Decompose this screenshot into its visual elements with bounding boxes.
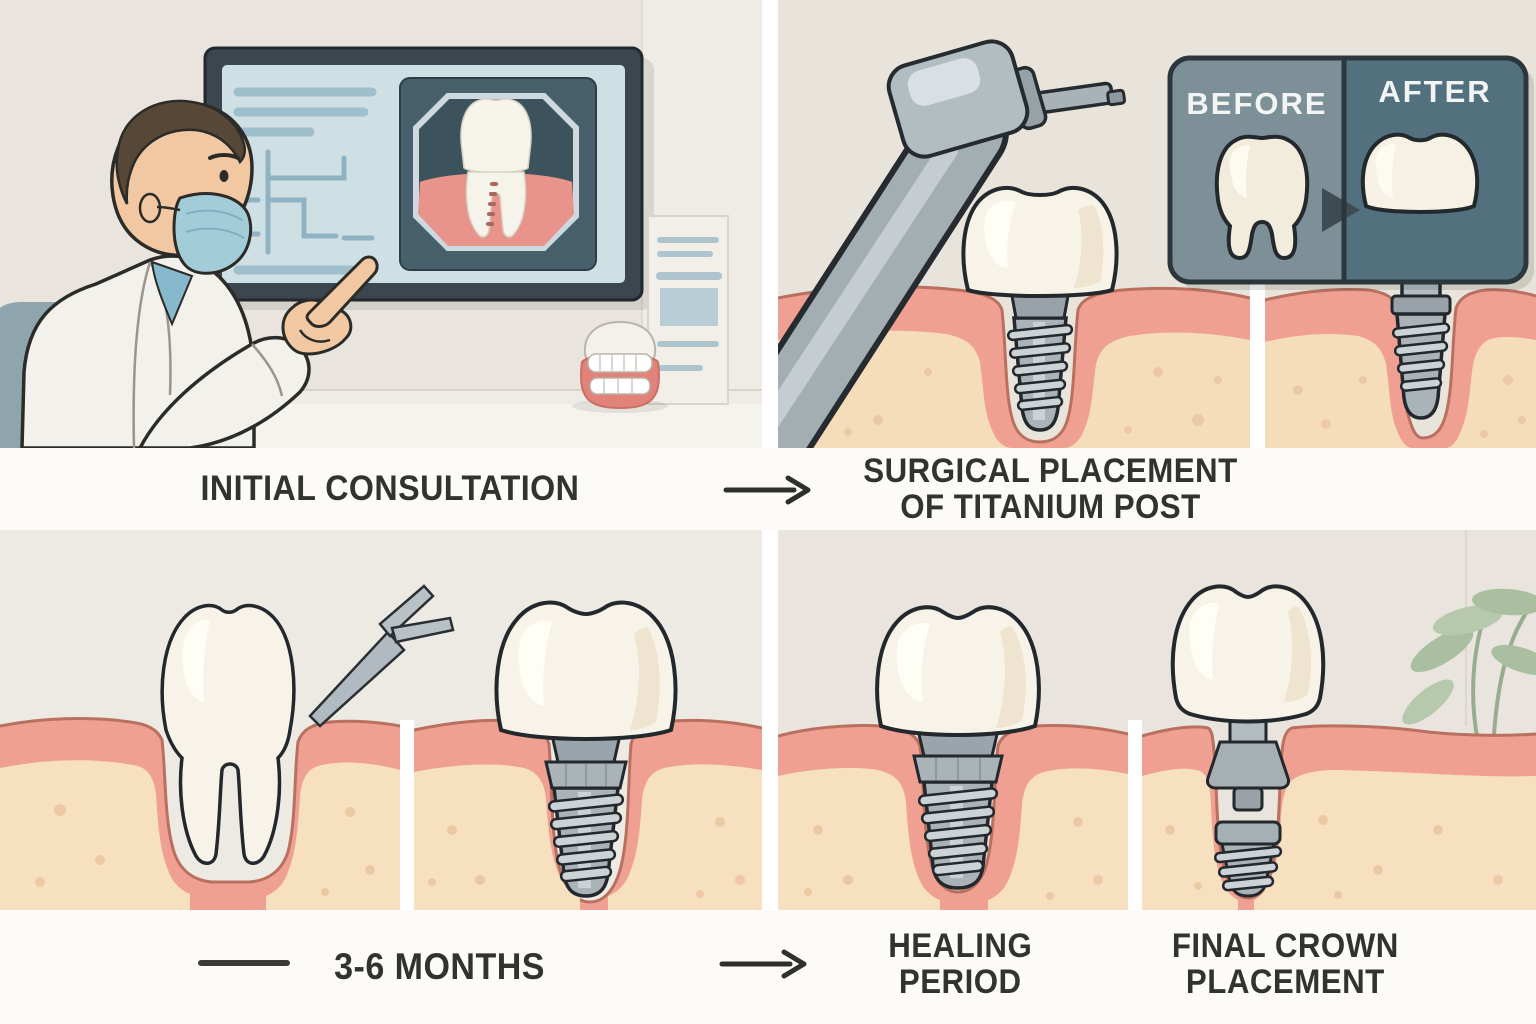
screen-text-lines xyxy=(233,87,377,275)
xray-tooth xyxy=(460,98,532,238)
dentist-hair xyxy=(115,99,247,205)
gum-section-healing xyxy=(778,723,1129,910)
denture-model xyxy=(572,320,668,413)
denture-teeth-lower xyxy=(589,377,651,395)
implant-abutment xyxy=(1010,294,1070,320)
dentist-shirt xyxy=(150,260,194,327)
surgical-mask xyxy=(156,192,253,275)
dental-elevator-tool xyxy=(308,584,455,728)
after-label: AFTER xyxy=(1378,74,1491,109)
wall-monitor xyxy=(203,46,654,310)
dentist-eye xyxy=(219,170,229,182)
screw-threads xyxy=(1006,323,1074,412)
play-triangle-icon xyxy=(1322,188,1360,232)
label-final-crown: FINAL CROWN PLACEMENT xyxy=(1171,926,1399,1001)
label-surgical-placement: SURGICAL PLACEMENT OF TITANIUM POST xyxy=(862,451,1238,526)
pointing-arm xyxy=(138,255,379,448)
natural-tooth xyxy=(160,603,296,865)
dentist xyxy=(20,99,379,448)
panel-final-stages xyxy=(778,530,1536,910)
arrow-right-icon xyxy=(719,949,807,979)
after-tooth-crown xyxy=(1360,132,1480,214)
xray-gums xyxy=(418,173,574,246)
timeline-dash-icon xyxy=(198,960,290,966)
gum-section-tooth xyxy=(0,717,401,910)
before-tooth xyxy=(1214,134,1310,261)
gum-section-final xyxy=(1141,724,1536,910)
consultation-scene xyxy=(0,0,762,448)
gum-section-implant xyxy=(413,718,762,910)
dentist-eyebrow xyxy=(208,153,240,160)
info-leaflet xyxy=(647,215,729,405)
healing-scene xyxy=(0,530,762,910)
surgery-scene: BEFORE AFTER xyxy=(778,0,1536,448)
before-label: BEFORE xyxy=(1186,86,1327,121)
label-band-bottom: 3-6 MONTHS HEALING PERIOD FINAL CROWN PL… xyxy=(0,910,1536,1024)
label-band-top: INITIAL CONSULTATION SURGICAL PLACEMENT … xyxy=(0,448,1536,530)
sub-divider xyxy=(400,720,414,910)
plant-leaf xyxy=(1410,627,1474,673)
final-scene xyxy=(778,530,1536,910)
plant xyxy=(1402,588,1536,743)
plant-leaf xyxy=(1432,604,1504,636)
pointing-finger xyxy=(305,255,379,328)
abutment-stem xyxy=(1232,786,1264,812)
xray-root-marks xyxy=(486,182,498,226)
screen-xray-panel xyxy=(399,77,597,271)
implant-with-crown xyxy=(494,600,678,898)
screw-cap xyxy=(1214,820,1282,846)
sub-divider xyxy=(1250,282,1265,448)
dental-drill xyxy=(778,39,1127,448)
label-initial-consultation: INITIAL CONSULTATION xyxy=(200,469,580,508)
plant-leaf xyxy=(1472,588,1536,616)
sub-divider xyxy=(1128,720,1142,910)
panel-healing-months xyxy=(0,530,762,910)
label-duration: 3-6 MONTHS xyxy=(334,946,546,987)
implant-with-crown xyxy=(961,185,1119,432)
arrow-right-icon xyxy=(723,475,811,505)
panel-initial-consultation xyxy=(0,0,762,448)
abutment-cone xyxy=(1206,740,1290,790)
plant-leaf xyxy=(1491,644,1536,676)
label-healing-period: HEALING PERIOD xyxy=(888,926,1032,1001)
implant-exploded xyxy=(1170,584,1326,898)
panel-surgical-placement: BEFORE AFTER xyxy=(778,0,1536,448)
denture-teeth-upper xyxy=(587,353,653,373)
implant-healing xyxy=(875,605,1041,890)
plant-leaf xyxy=(1402,679,1454,725)
before-after-card: BEFORE AFTER xyxy=(1167,55,1534,290)
